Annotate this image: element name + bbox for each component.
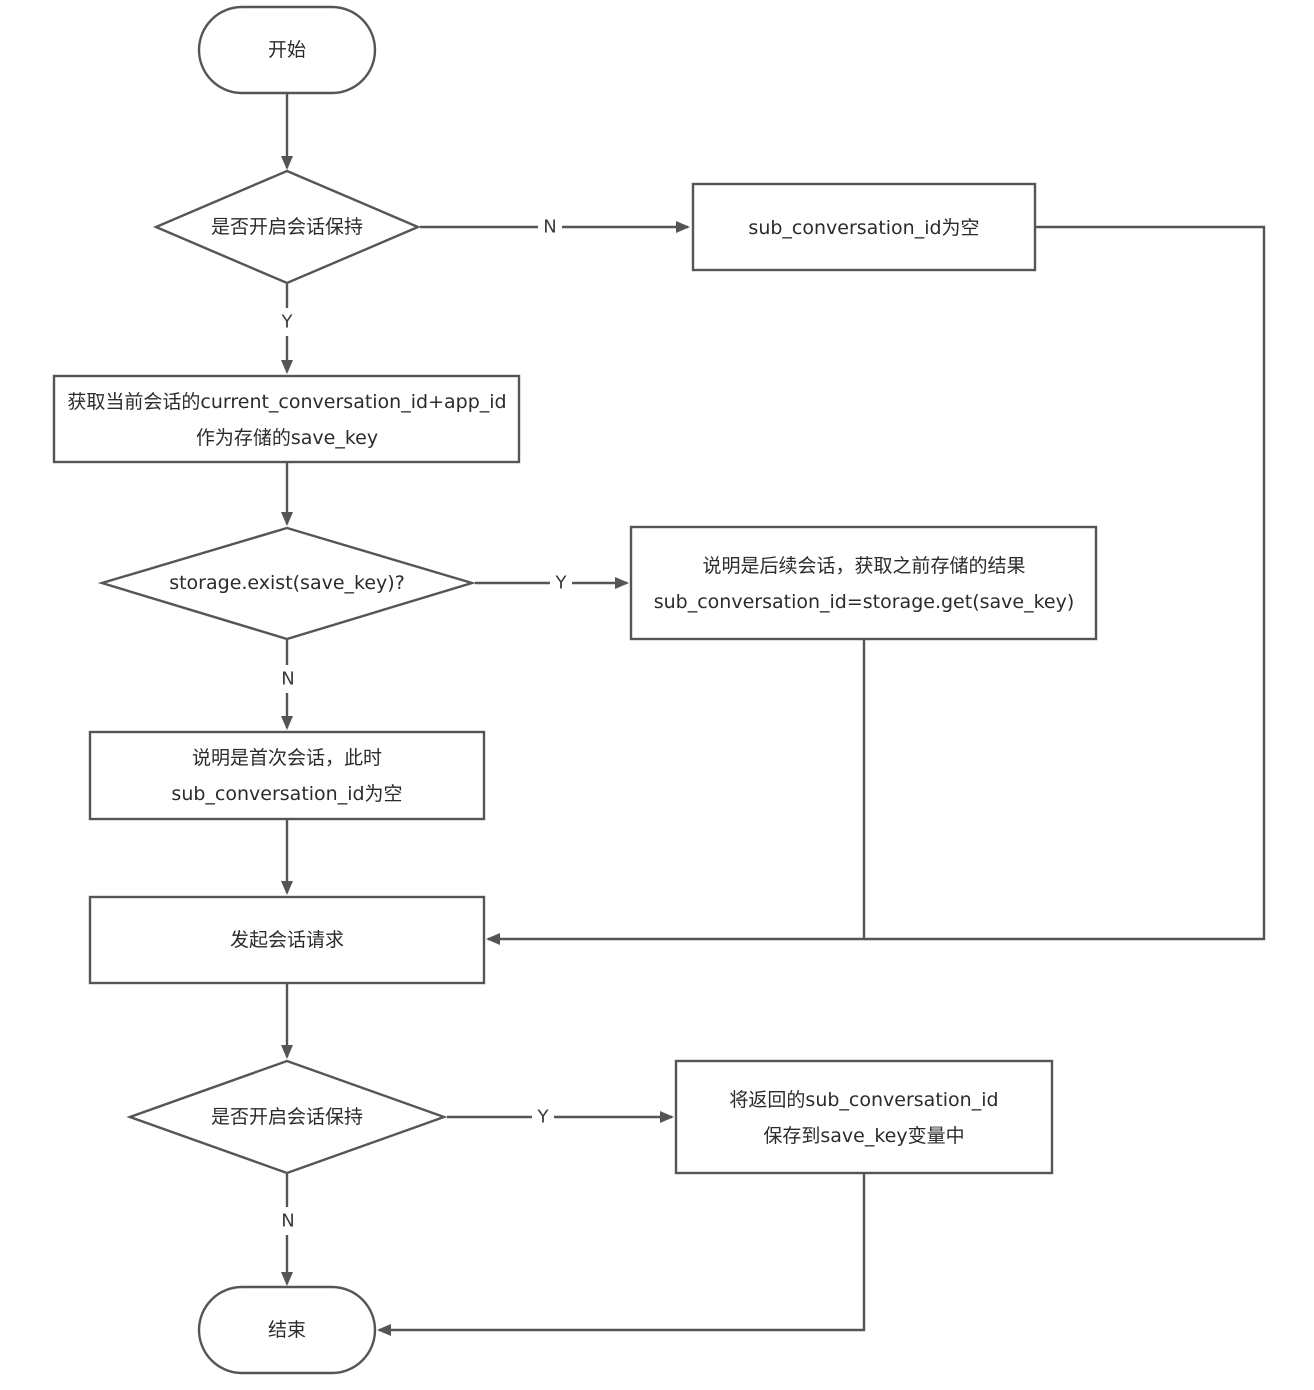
process-save-result-line1: 将返回的sub_conversation_id — [729, 1089, 998, 1111]
decision-check-keep-session-1-label: 是否开启会话保持 — [211, 216, 363, 238]
edge-label-check-keep-1-no: N — [543, 217, 556, 238]
end-node: 结束 — [197, 1285, 377, 1375]
decision-check-keep-session-2: 是否开启会话保持 — [126, 1059, 448, 1175]
decision-storage-exist-label: storage.exist(save_key)? — [169, 572, 405, 594]
process-save-result-line2: 保存到save_key变量中 — [763, 1125, 964, 1147]
end-label: 结束 — [268, 1319, 306, 1341]
process-follow-up-session: 说明是后续会话，获取之前存储的结果 sub_conversation_id=st… — [629, 525, 1098, 641]
process-get-save-key: 获取当前会话的current_conversation_id+app_id 作为… — [52, 374, 521, 464]
decision-check-keep-session-2-label: 是否开启会话保持 — [211, 1106, 363, 1128]
decision-storage-exist: storage.exist(save_key)? — [97, 526, 477, 641]
edge-label-check-keep-2-yes: Y — [537, 1107, 550, 1128]
process-first-session-line1: 说明是首次会话，此时 — [192, 747, 382, 769]
start-label: 开始 — [268, 39, 306, 61]
edge-label-check-keep-2-no: N — [281, 1211, 294, 1232]
edge-label-storage-exist-no: N — [281, 669, 294, 690]
edge-save-result-to-end — [377, 1173, 866, 1336]
edge-label-storage-exist-yes: Y — [555, 573, 568, 594]
process-first-session: 说明是首次会话，此时 sub_conversation_id为空 — [88, 730, 486, 821]
edge-sub-id-empty-to-send-request — [864, 225, 1266, 941]
process-get-save-key-line2: 作为存储的save_key — [196, 427, 378, 449]
start-node: 开始 — [197, 5, 377, 95]
process-sub-id-empty: sub_conversation_id为空 — [691, 182, 1037, 272]
edge-label-check-keep-1-yes: Y — [281, 312, 294, 333]
process-sub-id-empty-label: sub_conversation_id为空 — [748, 217, 979, 239]
decision-check-keep-session-1: 是否开启会话保持 — [152, 169, 422, 285]
process-first-session-line2: sub_conversation_id为空 — [171, 783, 402, 805]
process-get-save-key-line1: 获取当前会话的current_conversation_id+app_id — [67, 391, 506, 413]
process-follow-up-session-line1: 说明是后续会话，获取之前存储的结果 — [702, 555, 1025, 577]
process-follow-up-session-line2: sub_conversation_id=storage.get(save_key… — [654, 591, 1075, 613]
process-save-result: 将返回的sub_conversation_id 保存到save_key变量中 — [674, 1059, 1054, 1175]
process-send-request-label: 发起会话请求 — [230, 929, 344, 951]
process-send-request: 发起会话请求 — [88, 895, 486, 985]
edge-follow-up-to-send-request — [486, 640, 866, 945]
